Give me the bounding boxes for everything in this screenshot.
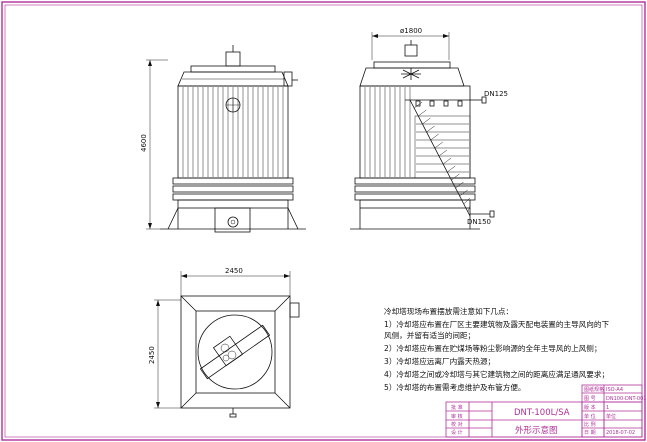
tb-r-value-0: ISO-A4: [606, 387, 623, 393]
tb-model: DNT-100L/SA: [514, 408, 570, 418]
tb-r-label-3: 单 位: [584, 413, 596, 420]
hatch-line: [418, 109, 427, 117]
hatch-line: [463, 197, 471, 205]
tb-label-check: 校 对: [451, 421, 463, 428]
inner-frame: [4, 4, 643, 438]
hatch-line: [426, 125, 435, 133]
plan-view: [154, 271, 300, 418]
spray-nozzle-icon: [457, 100, 463, 107]
outlet-label: DN150: [467, 218, 491, 226]
hatch-line: [447, 165, 456, 173]
hatch-line: [434, 141, 443, 149]
note-line-1: 1）冷却塔应布置在厂区主要建筑物及露天配电装置的主导风向的下: [384, 319, 609, 329]
note-line-6: 5）冷却塔的布置需考虑维护及布管方便。: [384, 382, 526, 392]
hatch-line: [430, 133, 439, 141]
hatch-line: [413, 101, 423, 109]
outlet-flange-icon: [227, 216, 239, 228]
tb-label-design: 设 计: [451, 429, 463, 436]
fan-circle-icon: [197, 314, 273, 390]
inlet-label: DN125: [484, 90, 508, 98]
tb-r-value-3: 单位: [606, 413, 616, 420]
hatch-line: [459, 189, 468, 197]
hatch-line: [438, 149, 448, 157]
tb-r-label-0: 图纸规格: [584, 386, 604, 393]
tb-r-value-1: DN100-DNT-001: [606, 396, 646, 402]
hatch-line: [422, 117, 431, 125]
plan-depth-label: 2450: [148, 346, 156, 364]
plan-width-label: 2450: [225, 267, 243, 275]
side-elevation: [350, 32, 495, 230]
tb-r-value-5: 2018-07-02: [606, 430, 635, 436]
tb-label-approve: 批 准: [451, 404, 463, 411]
note-line-3: 2）冷却塔应布置在贮煤场等粉尘影响源的全年主导风的上风侧；: [384, 343, 601, 353]
top-diameter-label: ø1800: [400, 27, 422, 35]
tb-drawing-name: 外形示意图: [515, 425, 558, 436]
spray-nozzle-icon: [443, 100, 449, 107]
note-line-2: 风侧，并留有适当的间距；: [384, 330, 475, 340]
note-line-4: 3）冷却塔应远离厂内露天热源；: [384, 356, 495, 366]
spray-nozzle-icon: [429, 100, 435, 107]
note-line-5: 4）冷却塔之间或冷却塔与其它建筑物之间的距离应满足通风要求；: [384, 369, 609, 379]
title-block: [445, 384, 643, 438]
front-elevation: [146, 45, 306, 233]
tb-r-label-4: 比 例: [584, 421, 596, 428]
notes-heading: 冷却塔现场布置摆放需注意如下几点：: [384, 306, 513, 316]
hatch-line: [455, 181, 464, 189]
tb-r-label-1: 图 号: [584, 396, 596, 402]
hatch-line: [442, 157, 452, 165]
tb-label-review: 审 核: [451, 413, 463, 420]
height-dimension-label: 4600: [140, 134, 148, 152]
hatch-line: [451, 173, 460, 181]
tb-r-label-2: 版 本: [584, 404, 596, 411]
tb-r-value-2: 1: [606, 405, 609, 411]
tb-r-label-5: 日 期: [584, 430, 596, 436]
